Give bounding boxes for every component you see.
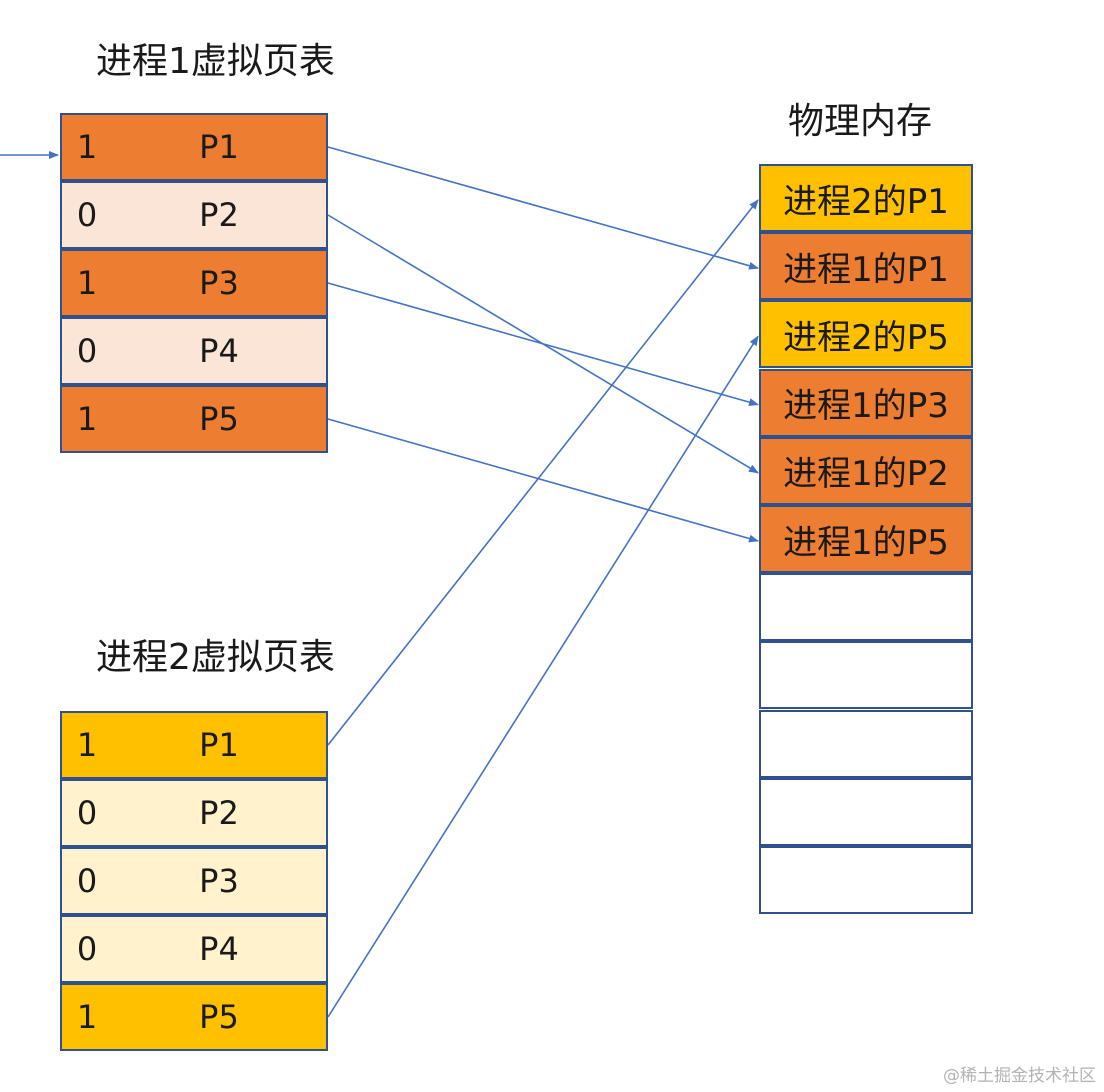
memory-frame (759, 709, 973, 778)
memory-frame (759, 777, 973, 846)
valid-bit: 0 (60, 847, 114, 915)
valid-bit: 1 (60, 249, 114, 317)
virtual-page-label: P1 (112, 113, 328, 181)
memory-frame: 进程2的P1 (759, 164, 973, 232)
valid-bit: 1 (60, 983, 114, 1051)
memory-frame (759, 641, 973, 710)
mapping-arrow (327, 282, 759, 406)
memory-frame: 进程1的P2 (759, 436, 973, 505)
memory-frame: 进程1的P1 (759, 232, 973, 301)
physical-memory-title: 物理内存 (788, 101, 933, 142)
virtual-page-label: P3 (112, 249, 328, 317)
memory-frame: 进程1的P3 (759, 368, 973, 437)
virtual-page-label: P4 (112, 915, 328, 983)
virtual-page-label: P4 (112, 317, 328, 385)
memory-frame: 进程2的P5 (759, 300, 973, 369)
memory-frame (759, 573, 973, 642)
process1-page-table-title: 进程1虚拟页表 (96, 41, 335, 82)
virtual-page-label: P3 (112, 847, 328, 915)
mapping-lines (327, 146, 759, 1018)
memory-frame (759, 846, 973, 914)
valid-bit: 0 (60, 181, 114, 249)
valid-bit: 0 (60, 779, 114, 847)
virtual-page-label: P5 (112, 983, 328, 1051)
valid-bit: 1 (60, 385, 114, 453)
valid-bit: 0 (60, 317, 114, 385)
mapping-arrow (327, 335, 759, 1018)
mapping-arrow (327, 214, 759, 474)
mapping-arrow (327, 146, 759, 270)
virtual-page-label: P2 (112, 181, 328, 249)
valid-bit: 1 (60, 711, 114, 779)
virtual-page-label: P2 (112, 779, 328, 847)
virtual-page-label: P1 (112, 711, 328, 779)
memory-frame: 进程1的P5 (759, 505, 973, 573)
watermark: @稀土掘金技术社区 (943, 1066, 1096, 1086)
valid-bit: 1 (60, 113, 114, 181)
mapping-arrow (327, 418, 759, 543)
valid-bit: 0 (60, 915, 114, 983)
mapping-arrow (327, 199, 759, 746)
virtual-page-label: P5 (112, 385, 328, 453)
process2-page-table-title: 进程2虚拟页表 (96, 637, 335, 678)
